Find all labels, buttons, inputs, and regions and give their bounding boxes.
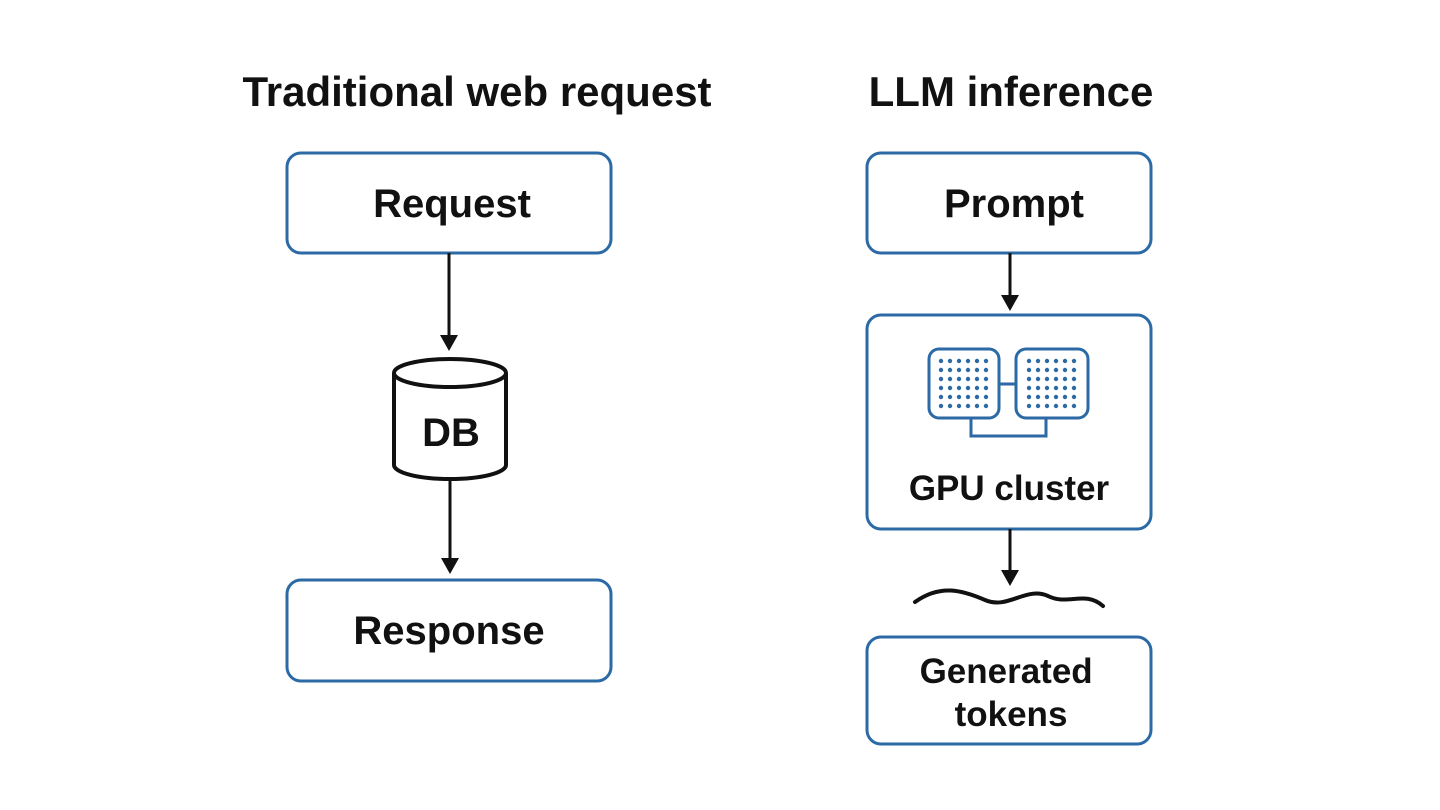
gpu-core-dot bbox=[965, 358, 971, 364]
gpu-core-dot bbox=[1062, 394, 1068, 400]
gpu-core-dot bbox=[1026, 367, 1032, 373]
prompt-to-gpu-arrow bbox=[1001, 253, 1019, 311]
gpu-core-dot bbox=[1071, 385, 1077, 391]
gpu-core-dot bbox=[965, 403, 971, 409]
right-title: LLM inference bbox=[869, 68, 1154, 115]
gpu-core-dot bbox=[938, 394, 944, 400]
gpu-core-dot bbox=[1044, 403, 1050, 409]
gpu-core-dot bbox=[983, 394, 989, 400]
gpu-core-dot bbox=[1026, 376, 1032, 382]
gpu-core-dot bbox=[956, 385, 962, 391]
gpu-core-dot bbox=[938, 376, 944, 382]
response-label: Response bbox=[353, 609, 544, 653]
gpu-core-dot bbox=[956, 358, 962, 364]
gpu-core-dot bbox=[1035, 385, 1041, 391]
gpu-chip-left-dots bbox=[938, 358, 989, 409]
gpu-core-dot bbox=[974, 376, 980, 382]
gpu-core-dot bbox=[1035, 367, 1041, 373]
gpu-core-dot bbox=[965, 367, 971, 373]
gpu-core-dot bbox=[1035, 394, 1041, 400]
gpu-core-dot bbox=[974, 367, 980, 373]
left-title: Traditional web request bbox=[242, 68, 711, 115]
gpu-core-dot bbox=[956, 403, 962, 409]
gpu-chip-icon bbox=[927, 347, 1090, 438]
request-label: Request bbox=[373, 182, 531, 226]
gpu-core-dot bbox=[1071, 358, 1077, 364]
gpu-core-dot bbox=[1053, 376, 1059, 382]
gpu-cluster-label: GPU cluster bbox=[909, 469, 1110, 508]
gpu-core-dot bbox=[983, 367, 989, 373]
gpu-core-dot bbox=[965, 385, 971, 391]
database-label: DB bbox=[422, 411, 480, 455]
request-to-db-arrow bbox=[440, 253, 458, 351]
token-stream-wave-icon bbox=[913, 588, 1105, 608]
gpu-core-dot bbox=[956, 394, 962, 400]
gpu-core-dot bbox=[1053, 385, 1059, 391]
gpu-core-dot bbox=[1053, 358, 1059, 364]
prompt-label: Prompt bbox=[944, 182, 1084, 226]
gpu-core-dot bbox=[1035, 403, 1041, 409]
gpu-core-dot bbox=[974, 394, 980, 400]
response-node: Response bbox=[285, 578, 613, 683]
gpu-core-dot bbox=[1062, 367, 1068, 373]
gpu-core-dot bbox=[947, 403, 953, 409]
gpu-core-dot bbox=[983, 358, 989, 364]
gpu-core-dot bbox=[947, 376, 953, 382]
gpu-core-dot bbox=[983, 385, 989, 391]
gpu-core-dot bbox=[1044, 376, 1050, 382]
gpu-core-dot bbox=[956, 376, 962, 382]
gpu-core-dot bbox=[965, 376, 971, 382]
gpu-core-dot bbox=[938, 403, 944, 409]
gpu-chip-right-dots bbox=[1026, 358, 1077, 409]
gpu-core-dot bbox=[1071, 367, 1077, 373]
gpu-core-dot bbox=[983, 376, 989, 382]
database-node: DB bbox=[392, 357, 508, 481]
db-to-response-arrow bbox=[441, 479, 459, 574]
gpu-core-dot bbox=[1062, 376, 1068, 382]
gpu-core-dot bbox=[947, 367, 953, 373]
gpu-core-dot bbox=[1035, 376, 1041, 382]
gpu-core-dot bbox=[1053, 403, 1059, 409]
request-node: Request bbox=[285, 151, 613, 255]
gpu-core-dot bbox=[1044, 394, 1050, 400]
gpu-core-dot bbox=[1053, 394, 1059, 400]
generated-tokens-line1: Generated bbox=[920, 652, 1093, 691]
gpu-core-dot bbox=[1071, 403, 1077, 409]
gpu-core-dot bbox=[956, 367, 962, 373]
gpu-core-dot bbox=[1044, 358, 1050, 364]
prompt-node: Prompt bbox=[865, 151, 1153, 255]
generated-tokens-label: Generated tokens bbox=[920, 652, 1103, 734]
gpu-core-dot bbox=[1026, 385, 1032, 391]
gpu-core-dot bbox=[947, 358, 953, 364]
gpu-core-dot bbox=[1062, 403, 1068, 409]
gpu-core-dot bbox=[1026, 394, 1032, 400]
gpu-core-dot bbox=[938, 367, 944, 373]
gpu-core-dot bbox=[983, 403, 989, 409]
generated-tokens-line2: tokens bbox=[955, 695, 1068, 734]
gpu-core-dot bbox=[1062, 385, 1068, 391]
gpu-core-dot bbox=[947, 394, 953, 400]
gpu-core-dot bbox=[1044, 367, 1050, 373]
gpu-core-dot bbox=[1071, 376, 1077, 382]
gpu-core-dot bbox=[947, 385, 953, 391]
gpu-core-dot bbox=[1026, 358, 1032, 364]
gpu-core-dot bbox=[1071, 394, 1077, 400]
gpu-core-dot bbox=[974, 403, 980, 409]
gpu-core-dot bbox=[965, 394, 971, 400]
database-icon bbox=[392, 373, 508, 481]
gpu-core-dot bbox=[1026, 403, 1032, 409]
gpu-core-dot bbox=[938, 385, 944, 391]
gpu-core-dot bbox=[974, 358, 980, 364]
gpu-core-dot bbox=[1053, 367, 1059, 373]
gpu-core-dot bbox=[974, 385, 980, 391]
gpu-cluster-node: GPU cluster bbox=[865, 313, 1153, 531]
gpu-core-dot bbox=[1044, 385, 1050, 391]
gpu-core-dot bbox=[938, 358, 944, 364]
gpu-core-dot bbox=[1035, 358, 1041, 364]
gpu-core-dot bbox=[1062, 358, 1068, 364]
gpu-to-stream-arrow bbox=[1001, 529, 1019, 586]
generated-tokens-node: Generated tokens bbox=[865, 635, 1153, 746]
